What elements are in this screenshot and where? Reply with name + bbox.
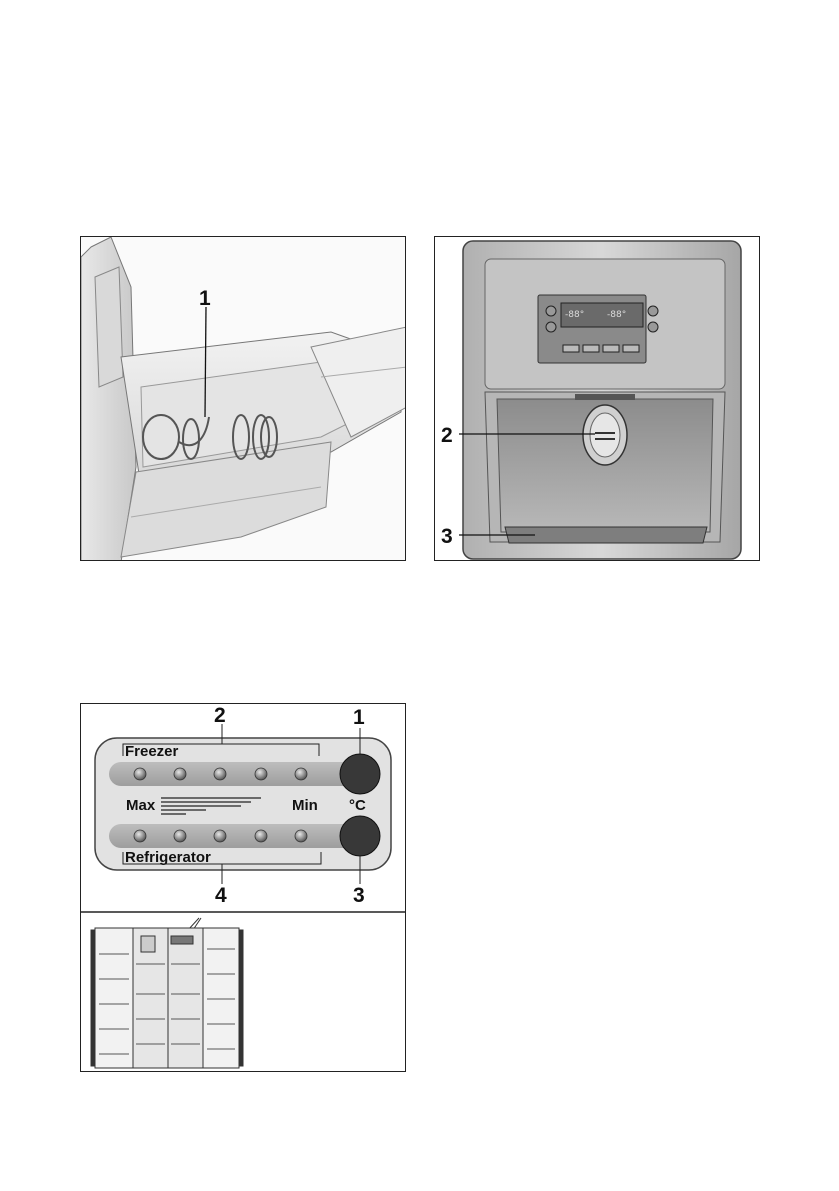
ice-tray-illustration: 1 bbox=[80, 236, 406, 561]
dispenser-drawing: -88° -88° 2 3 bbox=[435, 237, 760, 561]
freezer-label: Freezer bbox=[125, 743, 179, 760]
callout-3: 3 bbox=[441, 525, 453, 548]
min-label: Min bbox=[292, 797, 318, 814]
freezer-led-2 bbox=[174, 768, 186, 780]
max-label: Max bbox=[126, 797, 156, 814]
callout-4: 4 bbox=[215, 884, 227, 907]
temperature-control-illustration: Freezer Refrigerator Max Min °C 2 1 3 4 bbox=[80, 703, 406, 1072]
freezer-led-4 bbox=[255, 768, 267, 780]
freezer-led-1 bbox=[134, 768, 146, 780]
ice-tray-drawing: 1 bbox=[81, 237, 406, 561]
callout-2: 2 bbox=[214, 704, 226, 727]
callout-1: 1 bbox=[199, 287, 211, 310]
callout-3: 3 bbox=[353, 884, 365, 907]
freezer-button[interactable] bbox=[340, 754, 380, 794]
callout-2: 2 bbox=[441, 424, 453, 447]
freezer-led-3 bbox=[214, 768, 226, 780]
refrigerator-led-2 bbox=[174, 830, 186, 842]
refrigerator-led-4 bbox=[255, 830, 267, 842]
refrigerator-label: Refrigerator bbox=[125, 849, 211, 866]
callout-1: 1 bbox=[353, 706, 365, 729]
svg-text:-88°: -88° bbox=[607, 310, 626, 320]
dispenser-illustration: -88° -88° 2 3 bbox=[434, 236, 760, 561]
svg-text:-88°: -88° bbox=[565, 310, 584, 320]
freezer-led-5 bbox=[295, 768, 307, 780]
celsius-label: °C bbox=[349, 797, 366, 814]
control-panel-drawing: Freezer Refrigerator Max Min °C 2 1 3 4 bbox=[81, 704, 406, 1072]
fridge-overview-drawing bbox=[91, 918, 243, 1068]
refrigerator-led-5 bbox=[295, 830, 307, 842]
refrigerator-led-3 bbox=[214, 830, 226, 842]
refrigerator-led-1 bbox=[134, 830, 146, 842]
refrigerator-button[interactable] bbox=[340, 816, 380, 856]
